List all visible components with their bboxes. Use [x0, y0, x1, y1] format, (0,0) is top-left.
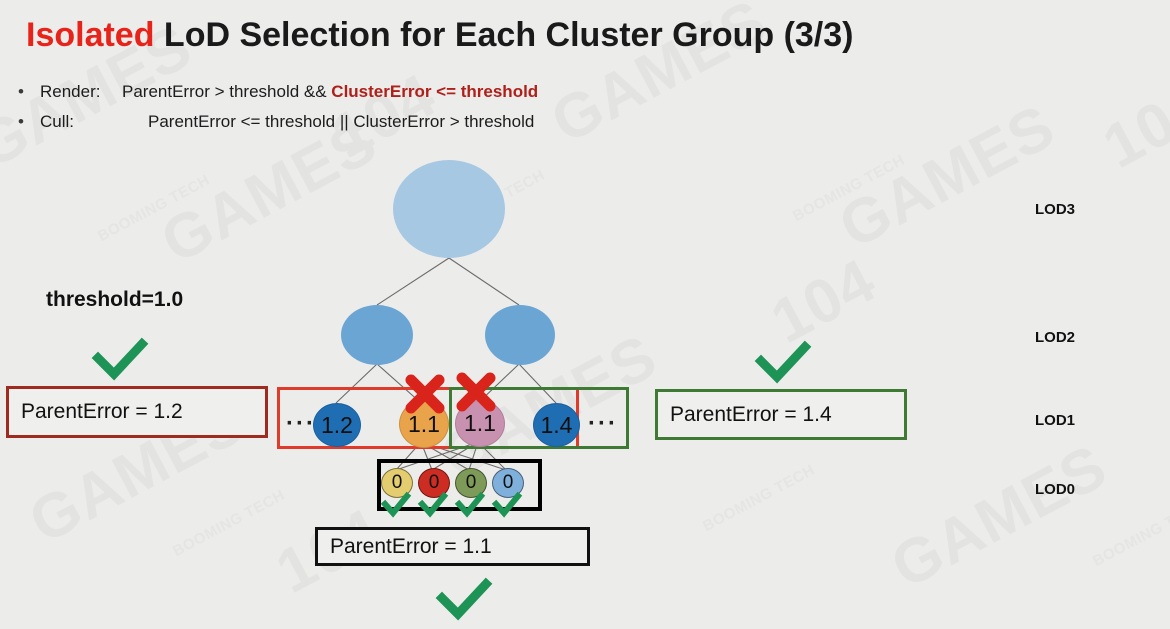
bullet-marker-icon: • — [18, 112, 24, 131]
check-icon-lod0-1 — [380, 491, 412, 518]
node-lod1-1[interactable]: 1.2 — [313, 403, 361, 447]
page-title-rest: LoD Selection for Each Cluster Group (3/… — [154, 16, 854, 54]
node-lod2-right[interactable] — [485, 305, 555, 365]
check-icon-parent-error-bottom — [435, 577, 493, 621]
check-icon-lod0-2 — [417, 491, 449, 518]
bullet-cull-label: Cull: — [40, 112, 75, 131]
node-lod1-3[interactable]: 1.1 — [455, 400, 505, 447]
node-lod2-left[interactable] — [341, 305, 413, 365]
cross-icon-lod1-2 — [404, 374, 446, 414]
lod-label-lod2: LOD2 — [1035, 329, 1076, 346]
page-title: Isolated LoD Selection for Each Cluster … — [26, 16, 853, 55]
cross-icon-lod1-3 — [455, 372, 497, 412]
check-icon-lod0-3 — [454, 491, 486, 518]
parent-error-box-bottom: ParentError = 1.1 — [315, 527, 590, 566]
bullet-render-emphasis: ClusterError <= threshold — [331, 82, 539, 101]
threshold-label: threshold=1.0 — [46, 288, 184, 311]
check-icon-parent-error-left — [91, 337, 149, 381]
bullet-render-text: ParentError > threshold && — [122, 82, 332, 101]
parent-error-box-right: ParentError = 1.4 — [655, 389, 907, 440]
node-lod1-4[interactable]: 1.4 — [533, 403, 580, 447]
bullet-cull: • Cull: ParentError <= threshold || Cluste… — [18, 112, 534, 132]
check-icon-parent-error-right — [754, 340, 812, 384]
bullet-marker-icon: • — [18, 82, 24, 101]
bullet-cull-text: ParentError <= threshold || ClusterError… — [148, 112, 535, 131]
bullet-render-label: Render: — [40, 82, 101, 101]
page-title-highlight: Isolated — [26, 16, 155, 54]
lod-label-lod3: LOD3 — [1035, 201, 1076, 218]
cluster-group-right-box — [449, 387, 629, 449]
ellipsis-left: ··· — [286, 410, 316, 437]
check-icon-lod0-4 — [491, 491, 523, 518]
lod-label-lod1: LOD1 — [1035, 412, 1076, 429]
parent-error-box-left: ParentError = 1.2 — [6, 386, 268, 438]
node-lod3-root[interactable] — [393, 160, 505, 258]
bullet-render: • Render: ParentError > threshold && Clust… — [18, 82, 538, 102]
lod-label-lod0: LOD0 — [1035, 481, 1076, 498]
ellipsis-right: ··· — [588, 410, 618, 437]
